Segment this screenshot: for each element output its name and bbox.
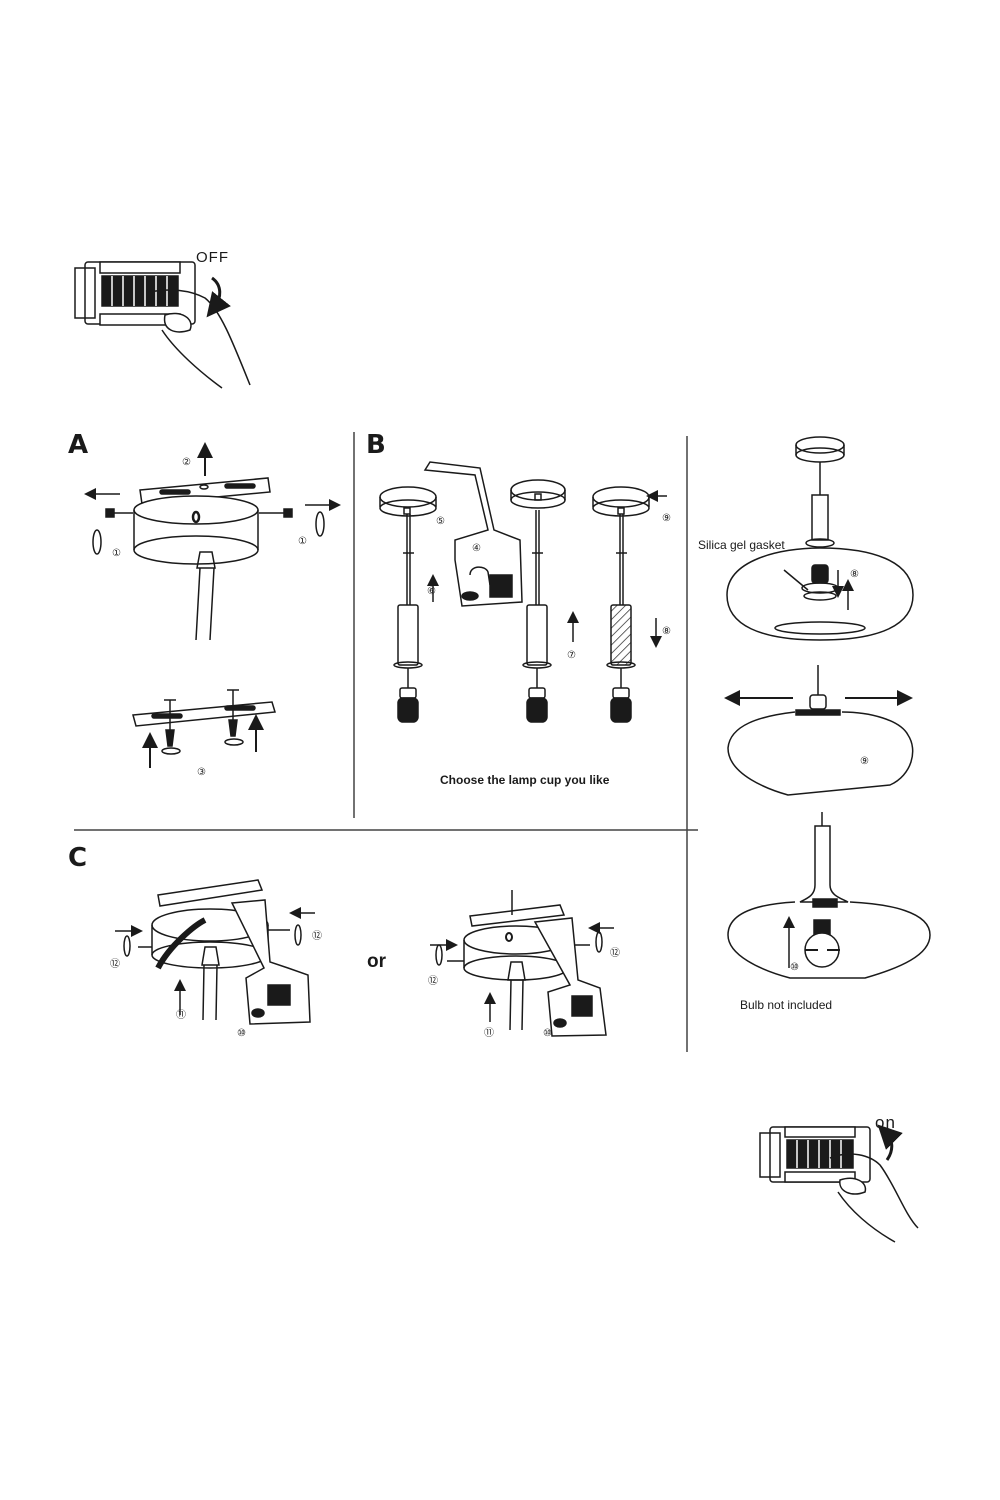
power-on-label: on xyxy=(875,1113,896,1132)
step-marker: ③ xyxy=(197,767,206,778)
section-c-title: C xyxy=(68,843,88,873)
section-dividers xyxy=(74,432,698,1052)
step-marker: ⑪ xyxy=(176,1010,186,1021)
section-b-pendant-3 xyxy=(592,486,667,723)
step-marker: ⑪ xyxy=(484,1028,494,1039)
section-a-bracket-mount xyxy=(132,689,276,768)
step-marker: ④ xyxy=(472,543,481,554)
step-marker: ⑫ xyxy=(312,931,322,942)
section-a-ceiling-plate xyxy=(84,442,341,641)
section-c-mount-variant-2 xyxy=(430,890,614,1037)
step-marker: ⑩ xyxy=(543,1028,552,1039)
shade-step-9-illustration xyxy=(724,665,914,796)
step-marker: ⑩ xyxy=(237,1028,246,1039)
step-marker: ⑩ xyxy=(790,962,799,973)
step-marker: ① xyxy=(298,536,307,547)
step-marker: ② xyxy=(182,457,191,468)
hand-outline xyxy=(149,289,251,386)
step-marker: ⑤ xyxy=(436,516,445,527)
step-marker: ⑫ xyxy=(428,976,438,987)
lamp-cup-caption: Choose the lamp cup you like xyxy=(440,773,610,787)
step-marker: ⑦ xyxy=(567,650,576,661)
step-marker: ⑥ xyxy=(427,586,436,597)
section-b-wiring-detail xyxy=(423,461,523,607)
section-c-mount-variant-1 xyxy=(115,879,315,1025)
step-marker: ⑫ xyxy=(110,959,120,970)
silica-gel-gasket-label: Silica gel gasket xyxy=(698,538,785,552)
breaker-off-illustration xyxy=(74,261,251,389)
breaker-on-illustration xyxy=(759,1124,919,1243)
section-a-title: A xyxy=(68,430,89,460)
or-label: or xyxy=(367,951,386,972)
section-b-pendant-2 xyxy=(510,479,579,723)
step-marker: ⑧ xyxy=(850,569,859,580)
section-b-title: B xyxy=(366,430,386,460)
shade-step-8-illustration xyxy=(726,436,914,641)
section-b-pendant-1 xyxy=(379,486,439,723)
step-marker: ⑨ xyxy=(860,756,869,767)
shade-step-10-illustration xyxy=(727,812,931,979)
step-marker: ⑧ xyxy=(662,626,671,637)
power-off-label: OFF xyxy=(196,249,229,266)
bulb-not-included-note: Bulb not included xyxy=(740,998,833,1012)
step-marker: ⑫ xyxy=(610,948,620,959)
step-marker: ⑨ xyxy=(662,513,671,524)
step-marker: ① xyxy=(112,548,121,559)
